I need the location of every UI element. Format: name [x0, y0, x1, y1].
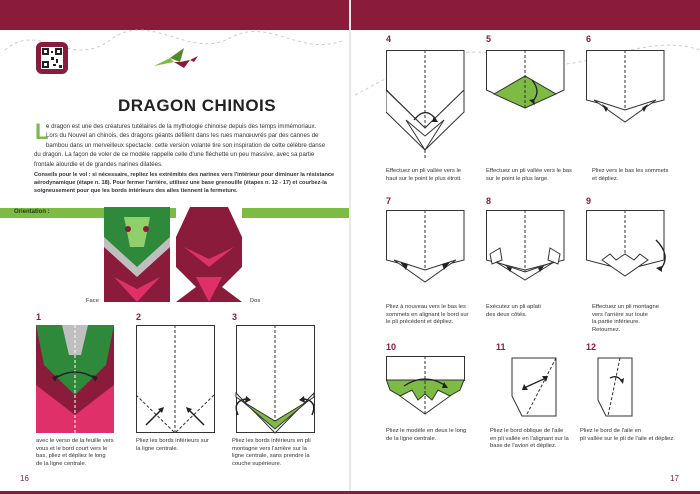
caption-line: Effectuez un pli vallée vers le: [386, 168, 461, 174]
step-6-number: 6: [586, 34, 592, 44]
caption-line: pli vallée sur le pli de l'aile et dépli…: [580, 435, 675, 442]
step-2-number: 2: [136, 312, 142, 322]
orientation-bar: Orientation :: [0, 208, 349, 218]
caption-line: vous et le bord court vers le: [36, 445, 108, 452]
caption-line: des deux côtés.: [486, 311, 527, 318]
intro-dropcap: L: [35, 119, 49, 144]
page-number-left: 16: [20, 474, 29, 483]
caption-line: Pliez le modèle en deux le long: [386, 428, 467, 434]
caption-line: Effectuez un pli montagne: [592, 304, 659, 310]
step-10-number: 10: [386, 342, 397, 352]
caption-line: le pli précédent et dépliez.: [386, 319, 454, 326]
intro-paragraph: e dragon est une des créatures tutélaire…: [34, 122, 346, 169]
caption-line: sommets en alignant le bord sur: [386, 311, 469, 318]
caption-line: base de l'avion et dépliez.: [490, 443, 557, 450]
caption-line: Retournez.: [592, 326, 621, 333]
face-label: Face: [86, 298, 99, 304]
step-3-number: 3: [232, 312, 238, 322]
step-1-number: 1: [36, 312, 42, 322]
step-4-diagram: [386, 50, 465, 158]
flight-tips: Conseils pour le vol : si nécessaire, re…: [34, 172, 334, 195]
caption-line: ligne centrale, sans prendre la: [232, 453, 310, 460]
step-7-diagram: [386, 210, 465, 283]
page-number-right: 17: [670, 474, 679, 483]
caption-line: la ligne centrale.: [136, 445, 179, 452]
caption-line: de la ligne centrale.: [386, 435, 437, 442]
caption-line: Pliez à nouveau vers le bas les: [386, 304, 466, 310]
caption-line: en pli vallée en l'alignant sur la: [490, 435, 569, 442]
step-3-diagram: [235, 325, 315, 434]
caption-line: montagne vers l'arrière sur la: [232, 445, 307, 452]
caption-line: Pliez les bords inférieurs en pli: [232, 438, 311, 444]
back-label: Dos: [250, 298, 261, 304]
caption-line: bas, pliez et dépliez le long: [36, 453, 106, 460]
step-11-number: 11: [496, 342, 506, 352]
step-11-diagram: [511, 357, 557, 417]
caption-line: Pliez le bord oblique de l'aile: [490, 428, 564, 434]
tips-line: Conseils pour le vol : si nécessaire, re…: [34, 172, 335, 178]
caption-line: Pliez les bords inférieurs sur: [136, 438, 209, 444]
intro-line: frontale alourdie et de grandes narines …: [34, 160, 163, 168]
page-gutter: [349, 0, 351, 494]
step-8-diagram: [486, 210, 565, 281]
step-12-diagram: [597, 357, 633, 417]
step-5-number: 5: [486, 34, 492, 44]
orientation-patterns: [104, 207, 242, 302]
intro-line: Lors du Nouvel an chinois, des dragons g…: [46, 132, 319, 140]
caption-line: la partie inférieure.: [592, 319, 641, 326]
qr-code[interactable]: [36, 42, 68, 74]
tips-line: aérodynamique (étape n. 18). Pour fermer…: [34, 179, 327, 186]
tips-line: soigneusement pour que les bords intérie…: [34, 187, 238, 194]
step-12-number: 12: [586, 342, 597, 352]
back-pattern: [176, 207, 242, 302]
caption-line: couche supérieure.: [232, 460, 282, 467]
step-2-diagram: [136, 325, 215, 434]
step-8-number: 8: [486, 196, 492, 206]
step-4-number: 4: [386, 34, 392, 44]
intro-line: du dragon. La façon de voler de ce modèl…: [34, 151, 315, 159]
caption-line: de la ligne centrale.: [36, 460, 87, 467]
step-9-number: 9: [586, 196, 592, 206]
step-5-diagram: [486, 50, 565, 110]
step-9-diagram: [586, 210, 666, 277]
caption-line: Exécutez un pli aplati: [486, 304, 541, 310]
caption-line: haut sur le point le plus étroit.: [386, 175, 462, 182]
intro-line: bambou dans un merveilleux spectacle: ce…: [46, 141, 326, 149]
caption-line: Effectuez un pli vallée vers le bas: [486, 168, 572, 174]
qr-pattern-icon: [42, 48, 62, 68]
caption-line: Pliez le bord de l'aile en: [580, 428, 642, 434]
step-10-diagram: [386, 356, 465, 416]
caption-line: et dépliez.: [592, 175, 619, 182]
caption-line: sur le point le plus large.: [486, 175, 549, 182]
footer-band: [0, 491, 700, 494]
orientation-label: Orientation :: [14, 209, 50, 215]
page-title: DRAGON CHINOIS: [118, 96, 277, 115]
step-6-diagram: [586, 50, 665, 123]
caption-line: Pliez vers le bas les sommets: [592, 168, 669, 174]
caption-line: avec le verso de la feuille vers: [36, 438, 114, 444]
origami-bird-icon: [154, 48, 198, 68]
caption-line: vers l'arrière sur toute: [592, 311, 648, 318]
face-pattern: [104, 207, 170, 302]
step-7-number: 7: [386, 196, 392, 206]
step-1-diagram: [36, 325, 114, 433]
intro-line: e dragon est une des créatures tutélaire…: [46, 123, 317, 130]
